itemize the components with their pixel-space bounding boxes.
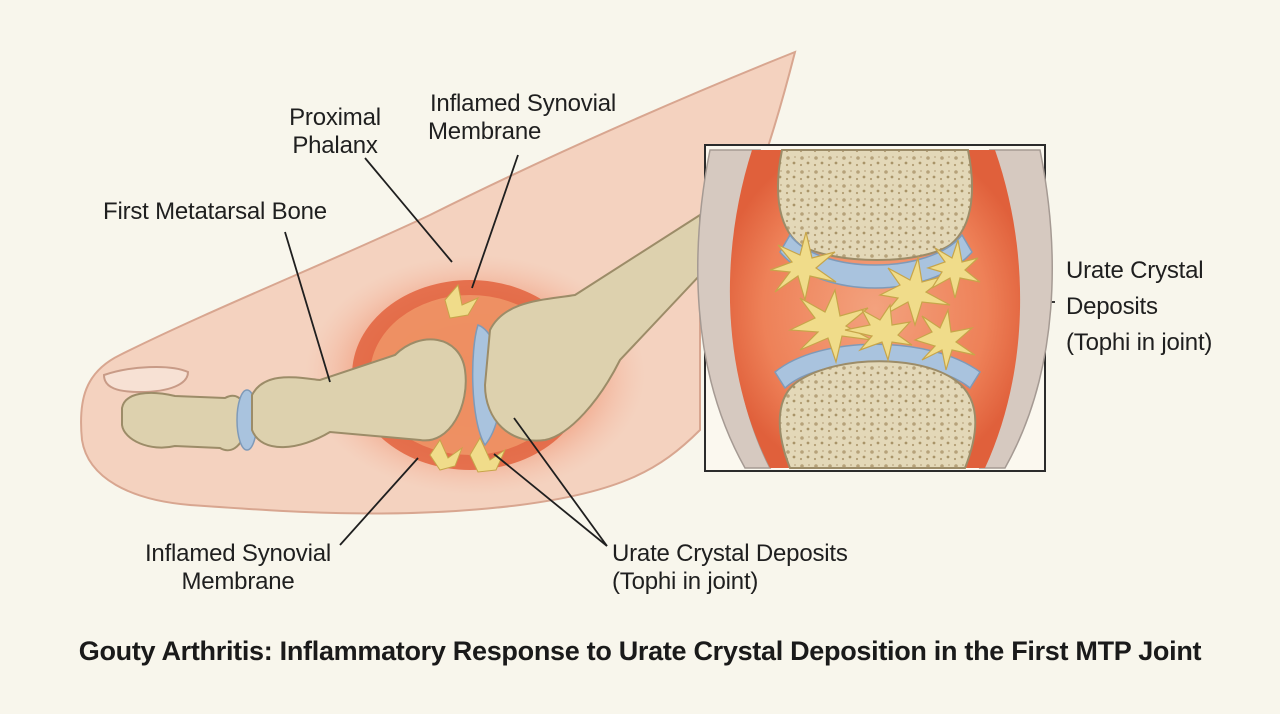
inset-crystals <box>769 231 981 371</box>
joint-inset <box>697 144 1053 472</box>
distal-phalanx <box>121 391 248 452</box>
toenail <box>102 366 190 394</box>
label-urate-inset: Urate Crystal Deposits (Tophi in joint) <box>1066 257 1213 356</box>
label-inflamed-synovial-bottom: Inflamed Synovial Membrane <box>144 540 332 595</box>
leader-lines <box>284 154 1055 547</box>
label-urate-bottom: Urate Crystal Deposits (Tophi in joint) <box>612 540 848 595</box>
proximal-phalanx-bone <box>251 338 467 449</box>
label-inflamed-synovial-top: Inflamed Synovial Membrane <box>428 90 617 145</box>
figure-caption: Gouty Arthritis: Inflammatory Response t… <box>78 636 1202 666</box>
joint-crystals <box>429 283 507 473</box>
first-metatarsal-bone <box>483 213 701 442</box>
label-proximal-phalanx: Proximal Phalanx <box>289 104 381 159</box>
label-first-metatarsal: First Metatarsal Bone <box>103 198 327 225</box>
